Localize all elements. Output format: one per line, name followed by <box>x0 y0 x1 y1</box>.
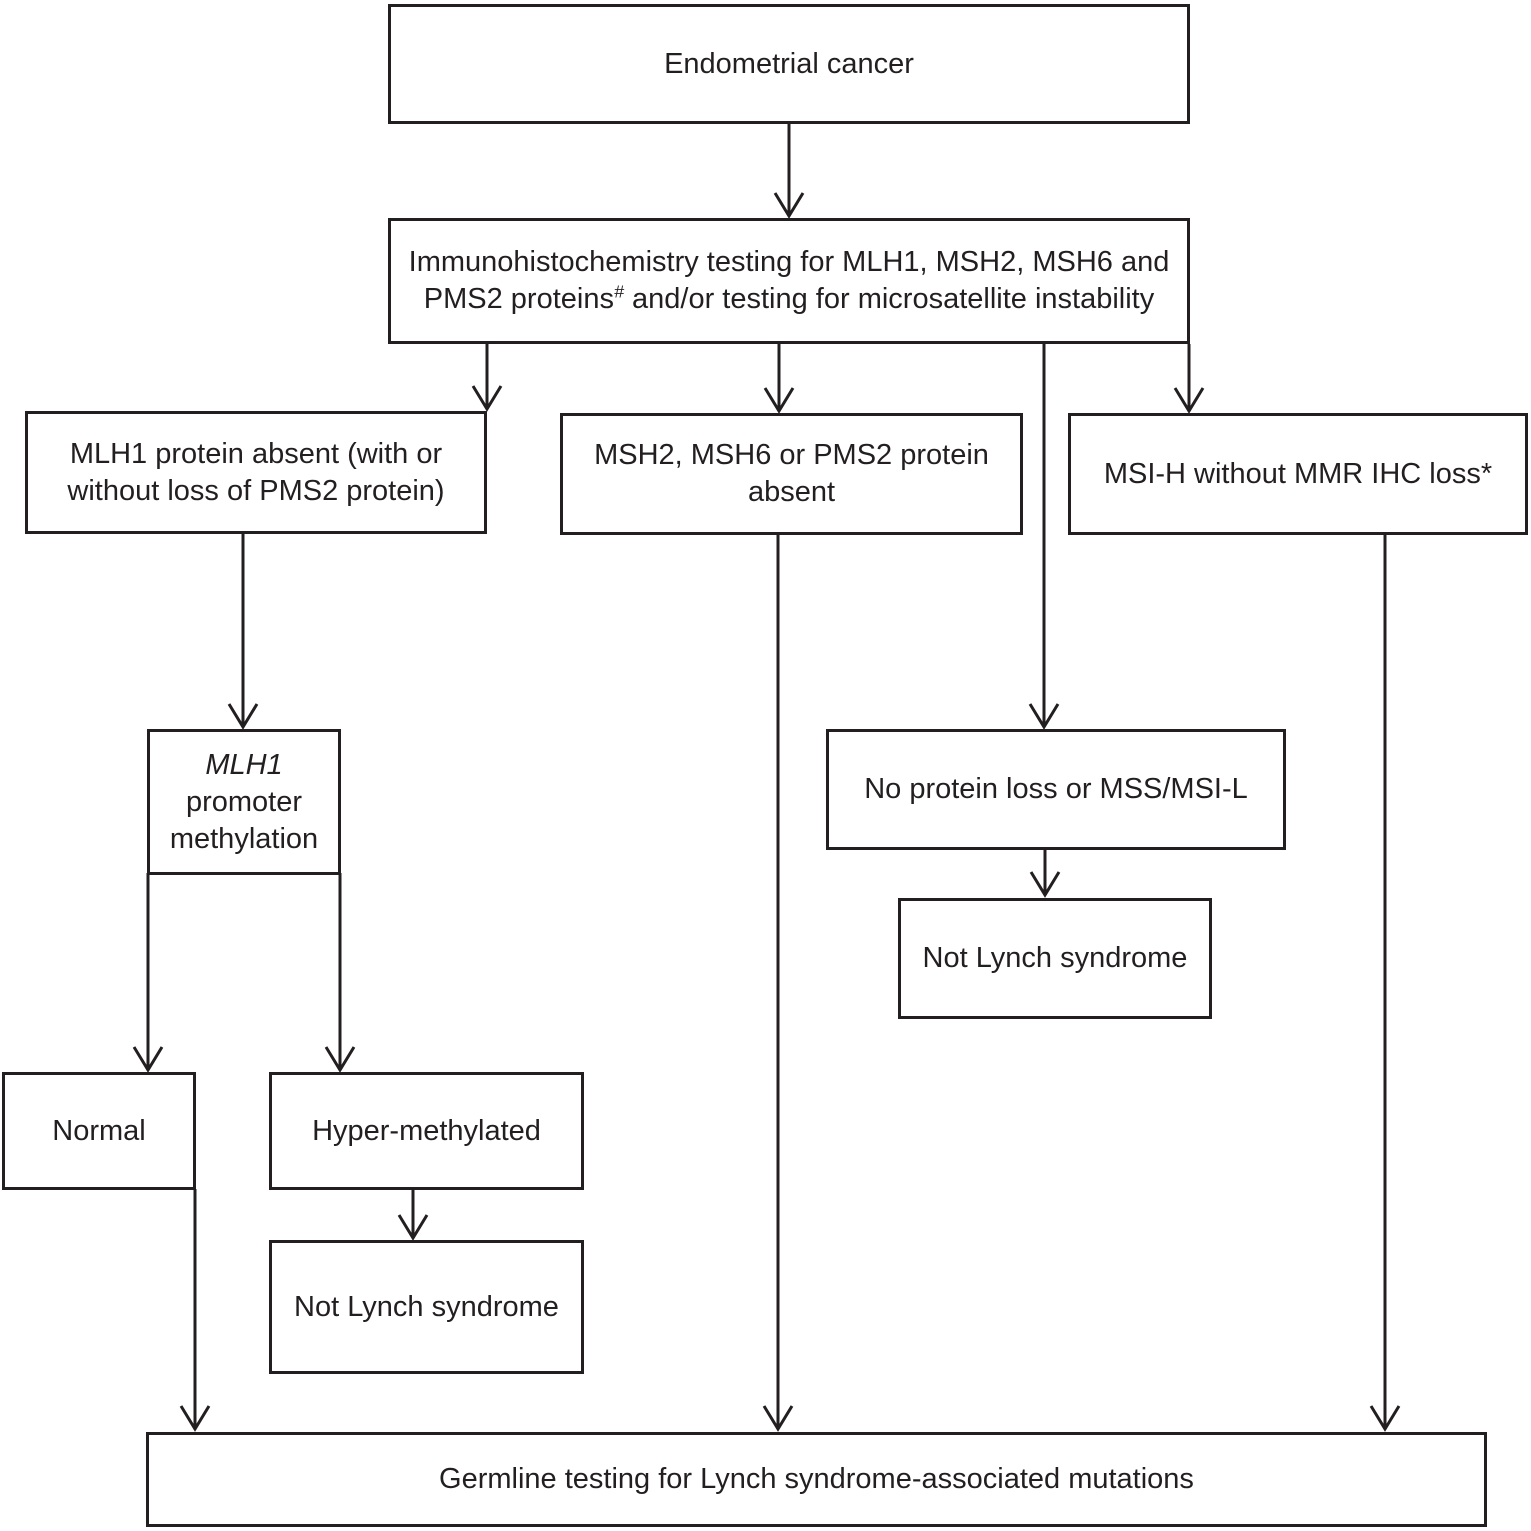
node-endometrial-cancer: Endometrial cancer <box>388 4 1190 124</box>
arrow-ihc-to-msi-h <box>1173 344 1205 414</box>
gene-name-mlh1: MLH1 <box>205 748 283 781</box>
node-label: Immunohistochemistry testing for MLH1, M… <box>408 246 1170 315</box>
footnote-marker-hash: # <box>613 281 624 302</box>
node-label: No protein loss or MSS/MSI-L <box>864 773 1248 805</box>
arrow-ihc-to-msh2-absent <box>763 344 795 414</box>
node-msi-h-without-mmr-ihc-loss: MSI-H without MMR IHC loss* <box>1068 413 1528 535</box>
node-germline-testing: Germline testing for Lynch syndrome-asso… <box>146 1432 1487 1527</box>
node-label: MLH1 promoter methylation <box>169 748 319 855</box>
node-label: Not Lynch syndrome <box>922 942 1188 974</box>
arrow-msh2-absent-to-germline <box>762 535 794 1432</box>
arrow-ihc-to-mlh1-absent <box>471 344 503 412</box>
arrow-msi-h-to-germline <box>1369 535 1401 1432</box>
arrow-promoter-to-hyper <box>324 873 356 1073</box>
arrow-endometrial-to-ihc <box>773 124 805 219</box>
node-label: Endometrial cancer <box>664 47 914 80</box>
node-normal: Normal <box>2 1072 196 1190</box>
arrow-ihc-to-no-protein-loss <box>1028 344 1060 730</box>
node-label: Hyper-methylated <box>312 1114 541 1147</box>
arrow-normal-to-germline <box>179 1189 211 1432</box>
node-hyper-methylated: Hyper-methylated <box>269 1072 584 1190</box>
arrow-mlh1-absent-to-promoter <box>227 534 259 730</box>
arrow-hyper-to-not-lynch-left <box>397 1189 429 1241</box>
node-not-lynch-syndrome-right: Not Lynch syndrome <box>898 898 1212 1019</box>
node-mlh1-promoter-methylation: MLH1 promoter methylation <box>147 729 341 875</box>
node-msh2-msh6-pms2-absent: MSH2, MSH6 or PMS2 protein absent <box>560 413 1023 535</box>
node-label: Germline testing for Lynch syndrome-asso… <box>439 1463 1194 1495</box>
node-label: Normal <box>52 1114 146 1147</box>
arrow-no-loss-to-not-lynch-right <box>1029 849 1061 898</box>
node-no-protein-loss: No protein loss or MSS/MSI-L <box>826 729 1286 850</box>
node-mlh1-protein-absent: MLH1 protein absent (with or without los… <box>25 411 487 534</box>
node-ihc-msi-testing: Immunohistochemistry testing for MLH1, M… <box>388 218 1190 344</box>
node-label: MLH1 protein absent (with or without los… <box>67 437 445 507</box>
arrow-promoter-to-normal <box>132 873 164 1073</box>
node-not-lynch-syndrome-left: Not Lynch syndrome <box>269 1240 584 1374</box>
node-label: MSH2, MSH6 or PMS2 protein absent <box>594 439 989 508</box>
node-label: MSI-H without MMR IHC loss* <box>1103 457 1493 490</box>
node-label: Not Lynch syndrome <box>294 1290 559 1323</box>
